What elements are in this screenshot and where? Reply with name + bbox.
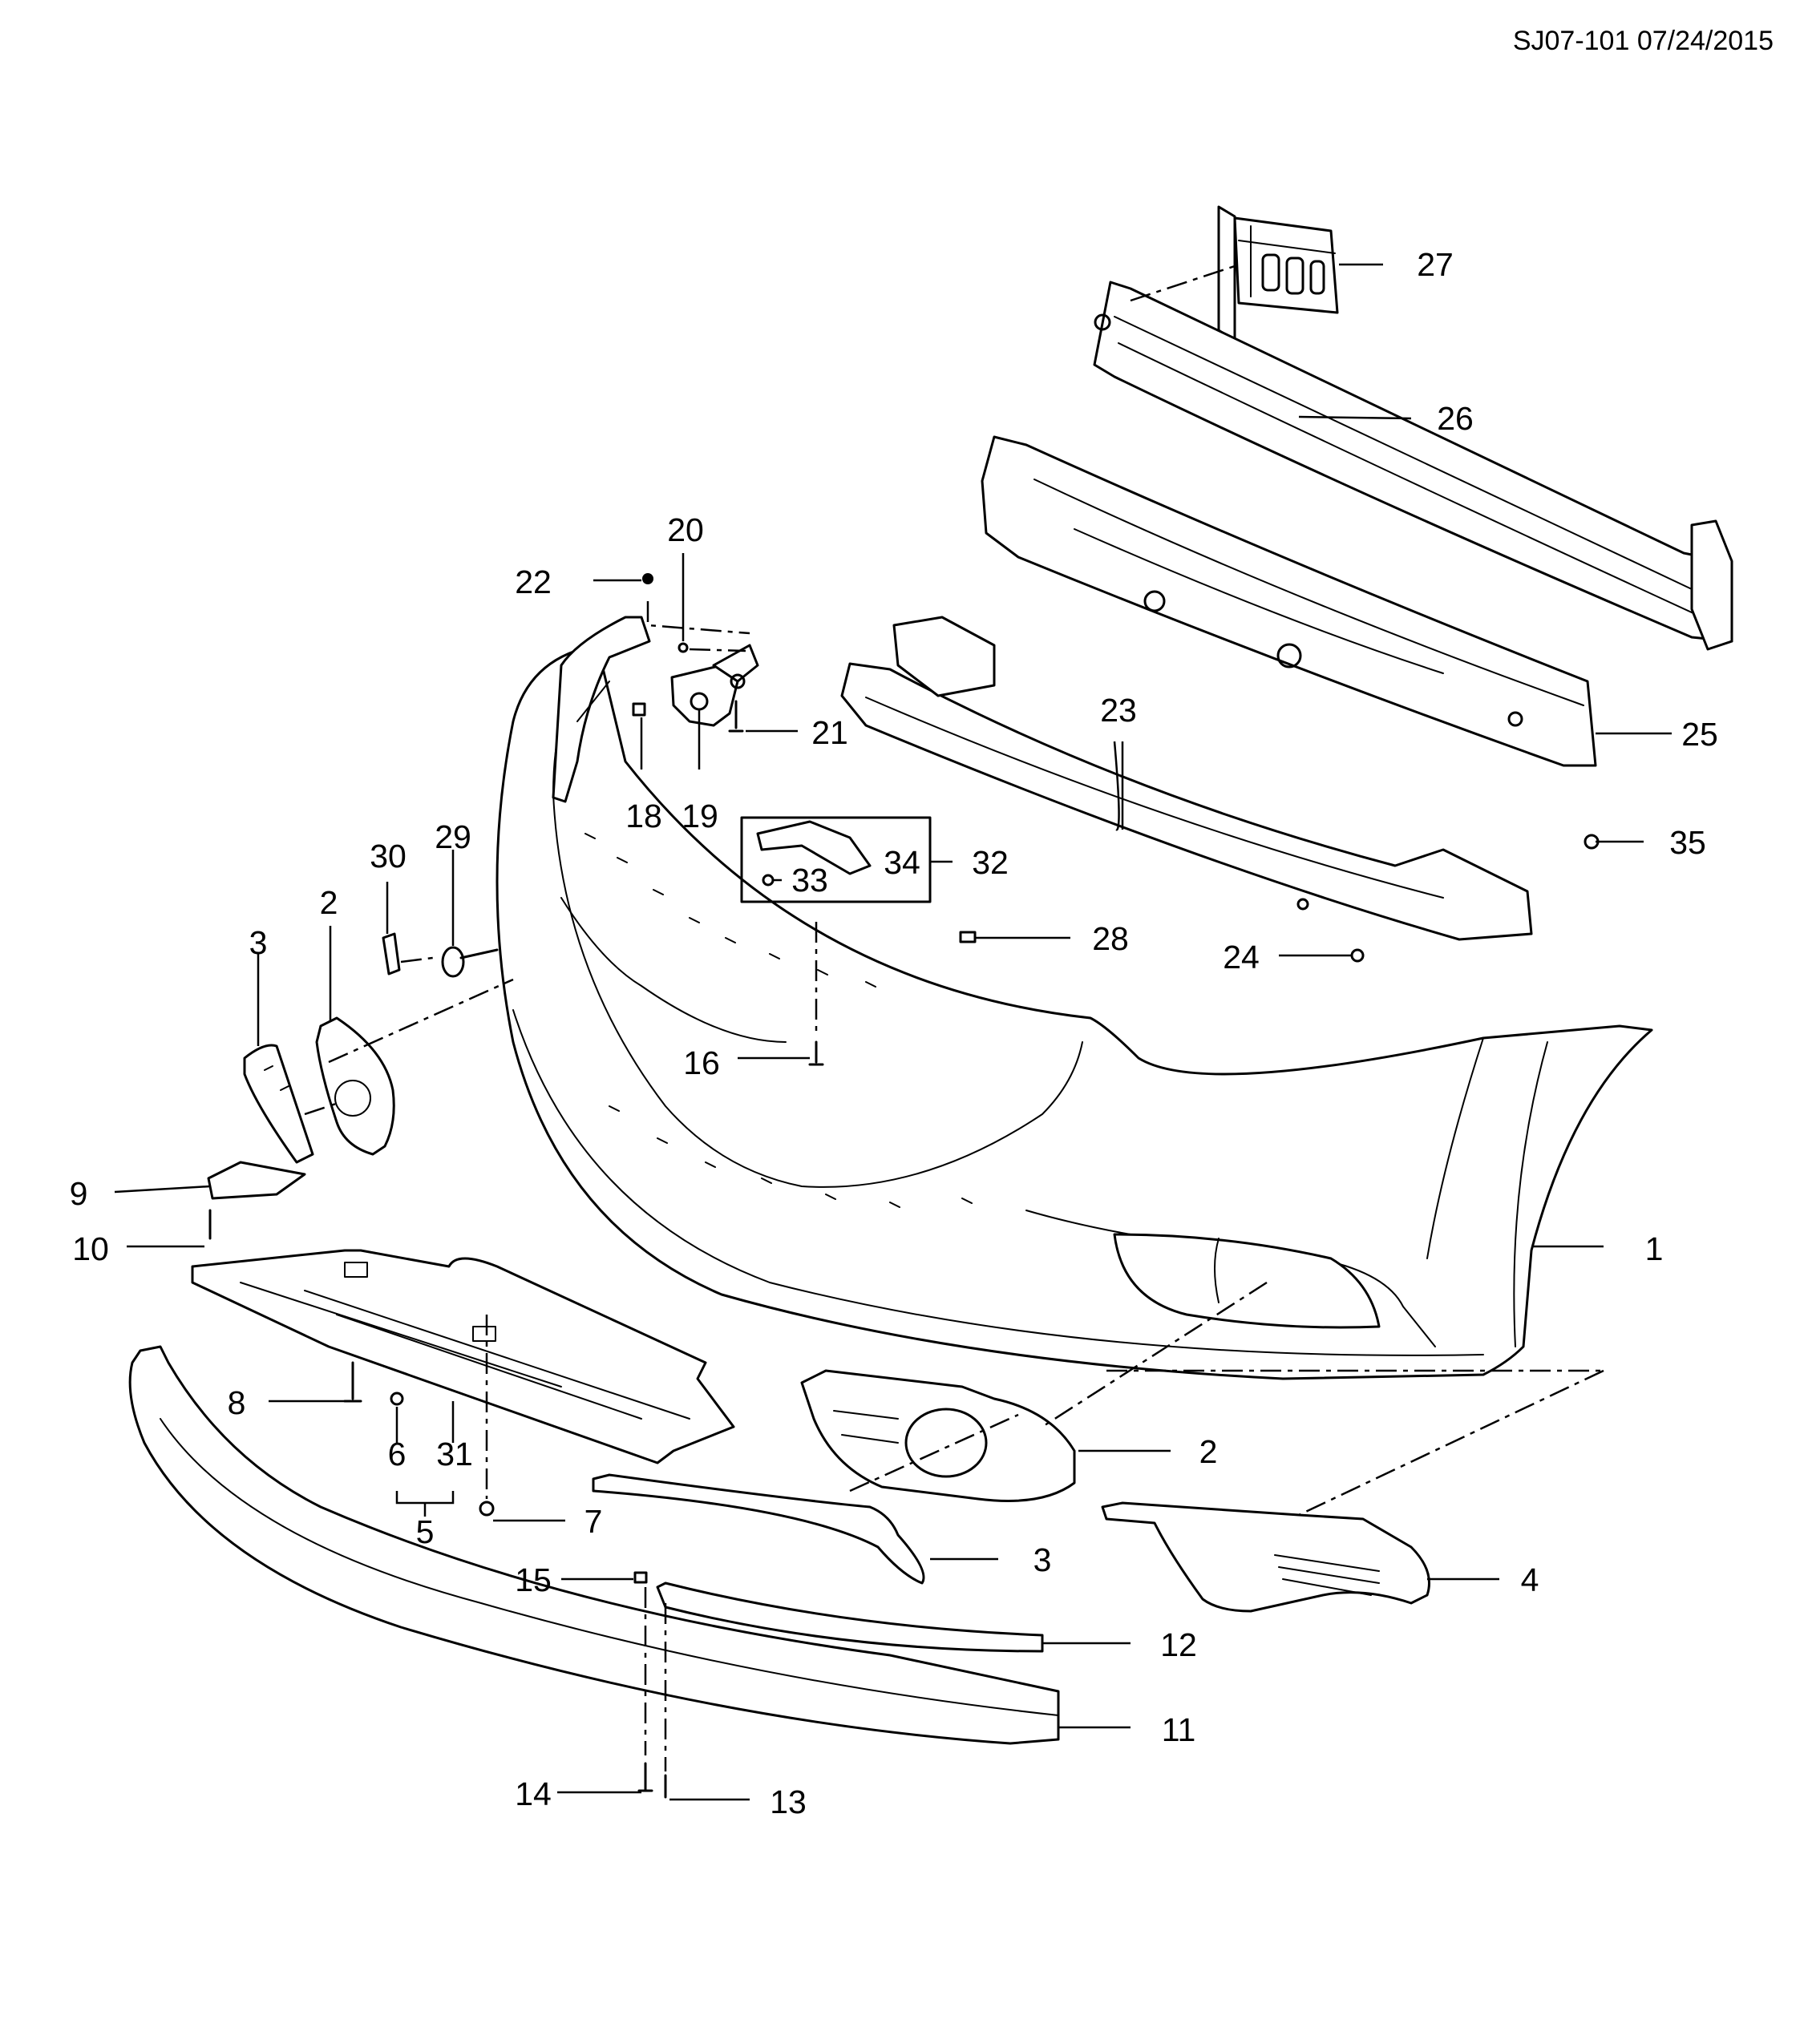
- callout-23: 23: [1100, 692, 1137, 729]
- callout-16: 16: [683, 1044, 720, 1081]
- part-1-bumper-fascia: [495, 644, 1653, 1380]
- callout-26: 26: [1437, 400, 1474, 437]
- callout-8: 8: [228, 1384, 246, 1421]
- part-16-screw: [808, 1040, 824, 1066]
- callout-18: 18: [625, 798, 662, 834]
- callout-27: 27: [1417, 246, 1454, 283]
- part-15-clip: [633, 1571, 648, 1584]
- drawing-id: SJ07-101 07/24/2015: [1513, 26, 1774, 56]
- part-31-deflector: [191, 1249, 735, 1464]
- callout-5: 5: [416, 1513, 435, 1550]
- part-21-screw: [728, 700, 744, 733]
- callout-29: 29: [435, 818, 471, 855]
- part-24-bolt: [1350, 948, 1365, 963]
- callout-labels: 27 26 25 23 35 28 24 32 34 33 16 20 22 2…: [70, 246, 1718, 1820]
- part-2-right-fog-bezel: [800, 1369, 1076, 1502]
- part-left-upper-bracket: [552, 616, 651, 803]
- callout-10: 10: [72, 1230, 109, 1267]
- part-27-bracket: [1217, 205, 1339, 342]
- callout-9: 9: [70, 1175, 88, 1212]
- part-23-lower-stiffener: [840, 616, 1533, 941]
- callout-25: 25: [1681, 716, 1718, 753]
- part-28-nut: [959, 931, 977, 943]
- part-3-right-trim: [592, 1473, 925, 1585]
- callout-4: 4: [1521, 1561, 1539, 1598]
- callout-12: 12: [1160, 1626, 1197, 1663]
- part-7-nut: [479, 1501, 495, 1517]
- callout-2-right: 2: [1199, 1433, 1218, 1470]
- part-25-energy-absorber: [981, 435, 1597, 767]
- part-18-clip: [632, 702, 646, 717]
- callout-33: 33: [791, 862, 828, 899]
- part-14-screw: [637, 1762, 653, 1792]
- callout-14: 14: [515, 1775, 552, 1812]
- callout-22: 22: [515, 564, 552, 600]
- part-3-left-trim: [243, 1044, 314, 1164]
- part-26-reinforcement-bar: [1093, 281, 1733, 651]
- part-32-bracket-kit-box: [740, 816, 932, 903]
- part-22-fastener: [642, 573, 653, 584]
- part-9-bracket: [207, 1161, 306, 1200]
- part-30-clip: [382, 932, 401, 976]
- part-19-bracket: [670, 644, 759, 727]
- leader-lines: [114, 263, 1672, 1801]
- callout-34: 34: [884, 844, 920, 881]
- callout-31: 31: [436, 1436, 473, 1472]
- part-20-fastener: [678, 642, 689, 653]
- callout-6: 6: [388, 1436, 407, 1472]
- callout-35: 35: [1669, 824, 1706, 861]
- callout-3-right: 3: [1033, 1541, 1052, 1578]
- callout-3-left: 3: [249, 924, 268, 961]
- part-4-fog-grille: [1101, 1501, 1430, 1613]
- callout-19: 19: [682, 798, 718, 834]
- callout-21: 21: [811, 714, 848, 751]
- part-8-bolt: [343, 1361, 362, 1403]
- callout-24: 24: [1223, 939, 1260, 976]
- part-29-grommet-bolt: [441, 946, 499, 978]
- assembly-dash-lines: [304, 265, 1604, 1771]
- callout-20: 20: [667, 511, 704, 548]
- part-6-nut: [390, 1392, 404, 1406]
- callout-11: 11: [1162, 1711, 1196, 1748]
- callout-32: 32: [972, 844, 1009, 881]
- callout-1: 1: [1645, 1230, 1664, 1267]
- callout-28: 28: [1092, 920, 1129, 957]
- callout-30: 30: [370, 838, 407, 875]
- callout-15: 15: [515, 1561, 552, 1598]
- callout-7: 7: [584, 1503, 603, 1540]
- callout-13: 13: [770, 1783, 807, 1820]
- callout-2-left: 2: [320, 884, 338, 921]
- part-2-left-bezel: [315, 1016, 395, 1156]
- part-11-lower-valance: [128, 1345, 1060, 1745]
